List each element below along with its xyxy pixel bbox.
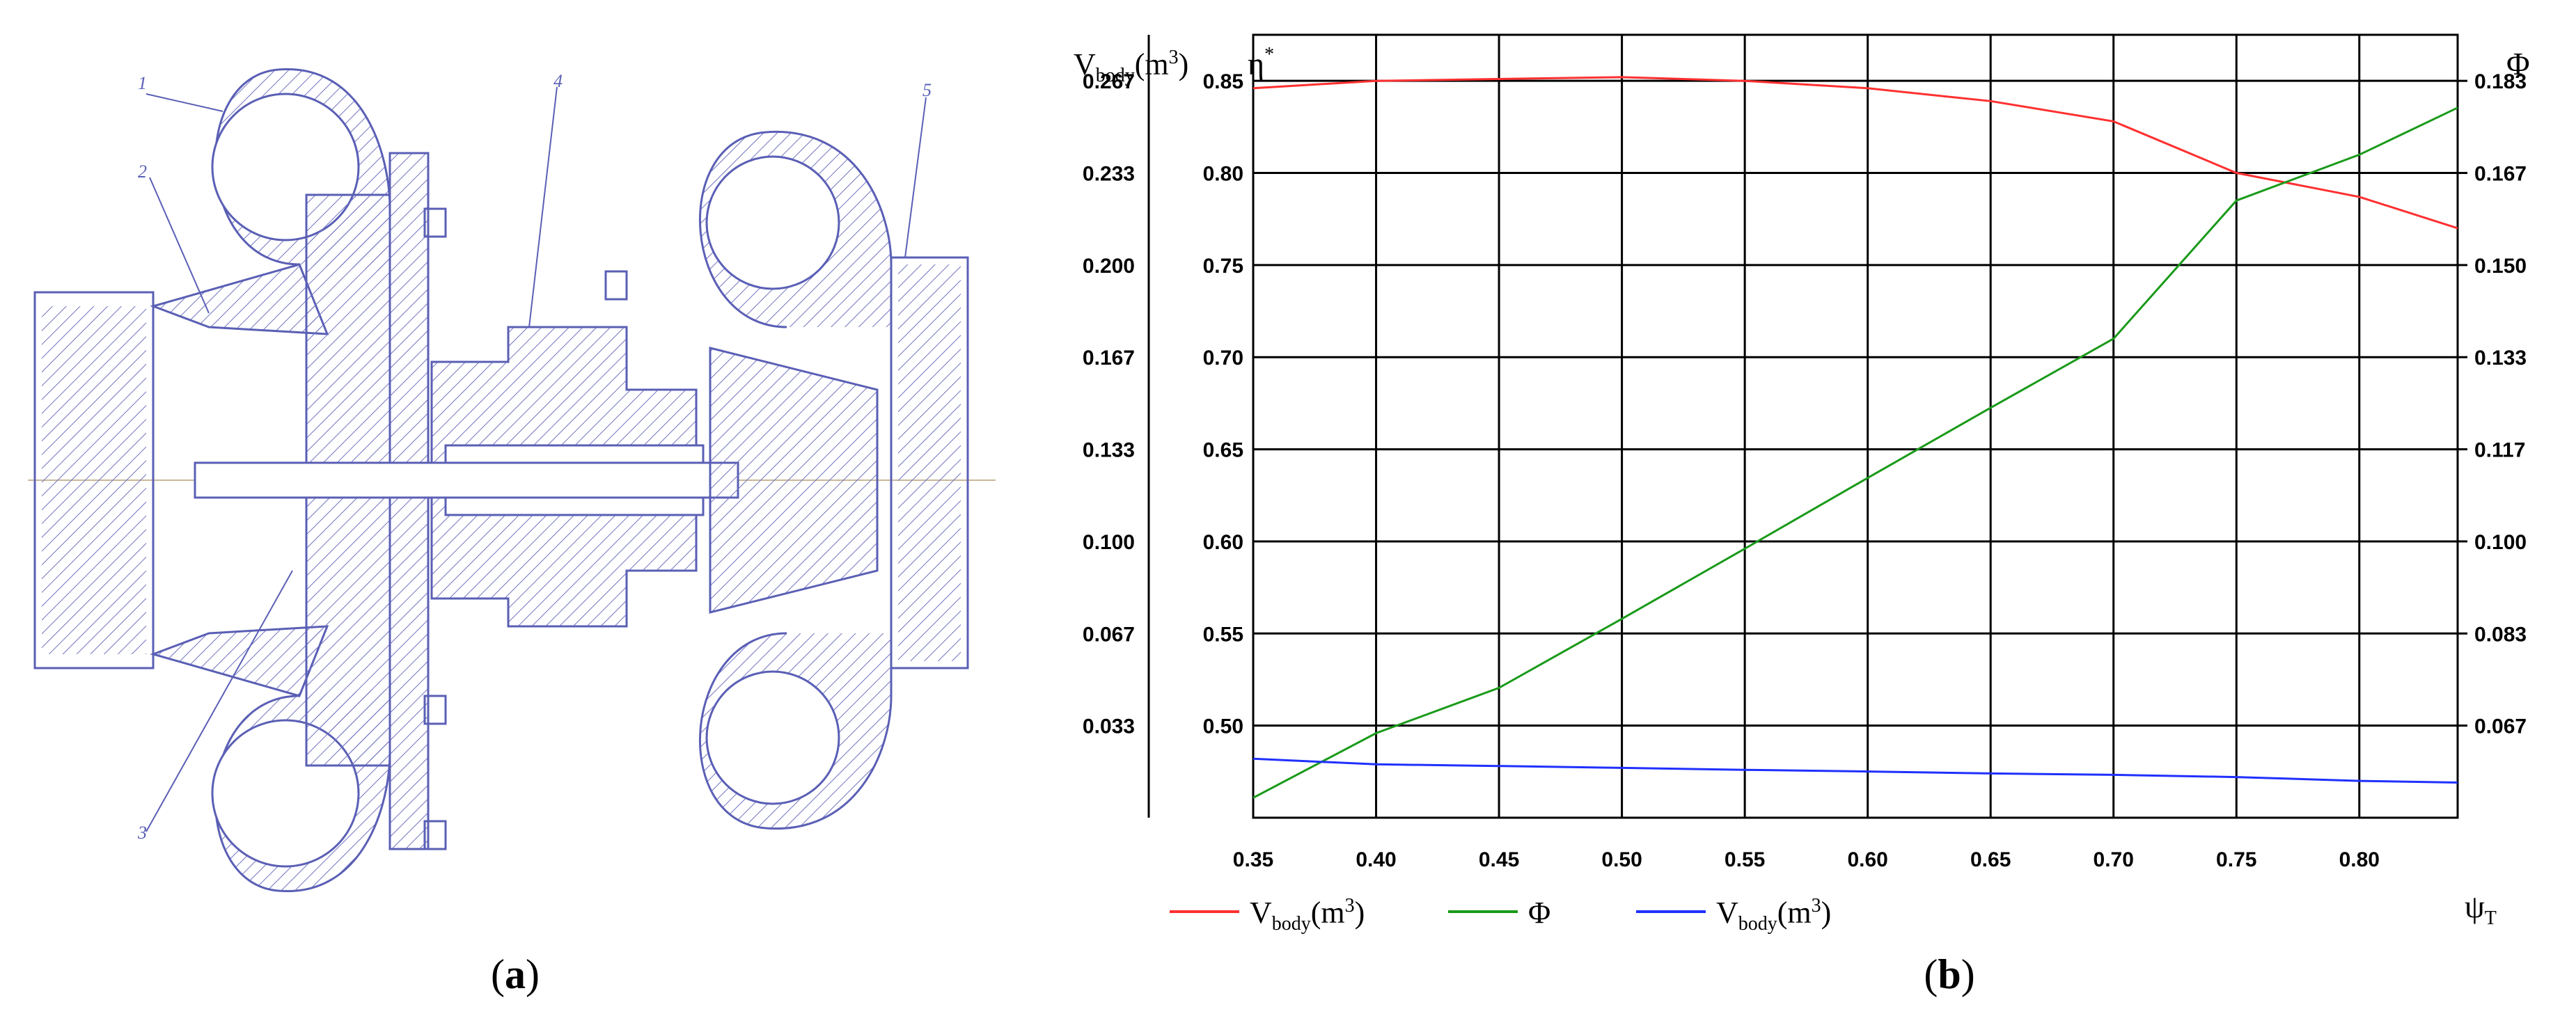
x-tick-label: 0.35 — [1233, 848, 1273, 871]
turbocharger-cross-section: 1 2 3 4 5 (a) — [28, 68, 996, 997]
x-tick-label: 0.60 — [1847, 848, 1887, 871]
panel-label-b: (b) — [1924, 951, 1974, 997]
compressor-inlet — [33, 291, 155, 669]
diffuser-top — [150, 263, 329, 335]
eta-tick-label: 0.85 — [1203, 70, 1243, 93]
shaft — [194, 461, 739, 499]
x-axis-title: ψT — [2465, 889, 2497, 929]
phi-tick-labels: 0.183 0.167 0.150 0.133 0.117 0.100 0.083 0.067 — [2474, 70, 2527, 738]
x-tick-labels: 0.35 0.40 0.45 0.50 0.55 0.60 0.65 0.70 0.75 0.80 — [1233, 848, 2380, 871]
chart-axes — [1147, 35, 2467, 818]
x-tick-label: 0.55 — [1725, 848, 1765, 871]
phi-tick-label: 0.150 — [2474, 255, 2527, 278]
eta-tick-label: 0.60 — [1203, 531, 1243, 554]
legend-label: Φ — [1528, 896, 1550, 930]
legend-label: Vbody(m3) — [1716, 895, 1831, 935]
eta-tick-labels: 0.85 0.80 0.75 0.70 0.65 0.60 0.55 0.50 — [1203, 70, 1243, 738]
vbody-tick-label: 0.267 — [1083, 70, 1135, 93]
series-line-1 — [1252, 76, 2458, 230]
eta-tick-label: 0.55 — [1203, 623, 1243, 646]
phi-tick-label: 0.167 — [2474, 163, 2527, 186]
x-tick-label: 0.65 — [1970, 848, 2011, 871]
vbody-tick-labels: 0.267 0.233 0.200 0.167 0.133 0.100 0.067 0.033 — [1083, 70, 1135, 738]
eta-tick-label: 0.65 — [1203, 439, 1243, 462]
vbody-tick-label: 0.033 — [1083, 715, 1135, 738]
series-lines — [1252, 76, 2458, 799]
x-tick-label: 0.70 — [2094, 848, 2134, 871]
diffuser-bottom — [150, 625, 329, 697]
part-number-labels: 1 2 3 4 5 — [137, 71, 932, 843]
bolts — [423, 207, 628, 850]
eta-tick-label: 0.75 — [1203, 255, 1243, 278]
x-tick-label: 0.40 — [1356, 848, 1396, 871]
vbody-tick-label: 0.200 — [1083, 255, 1135, 278]
eta-tick-label: 0.50 — [1203, 715, 1243, 738]
panel-label-a: (a) — [491, 951, 540, 997]
series-line-2 — [1252, 106, 2458, 799]
phi-tick-label: 0.117 — [2474, 439, 2525, 462]
x-tick-label: 0.80 — [2339, 848, 2380, 871]
x-tick-label: 0.75 — [2216, 848, 2256, 871]
phi-tick-label: 0.133 — [2474, 347, 2527, 370]
drawing-outline — [28, 68, 996, 892]
plot-frame — [1252, 33, 2459, 819]
part-number-4: 4 — [553, 71, 563, 91]
x-tick-label: 0.45 — [1479, 848, 1519, 871]
vbody-tick-label: 0.067 — [1083, 623, 1135, 646]
back-plate — [388, 152, 430, 850]
turbine-outlet — [890, 256, 969, 669]
vbody-tick-label: 0.133 — [1083, 439, 1135, 462]
eta-tick-label: 0.70 — [1203, 347, 1243, 370]
part-number-5: 5 — [922, 80, 932, 100]
phi-tick-label: 0.100 — [2474, 531, 2527, 554]
phi-tick-label: 0.083 — [2474, 623, 2527, 646]
performance-chart: 0.35 0.40 0.45 0.50 0.55 0.60 0.65 0.70 0.75 0.80… — [1074, 33, 2530, 997]
turbine-wheel — [709, 347, 879, 614]
legend: Vbody(m3) Φ Vbody(m3) — [1170, 895, 1831, 935]
vbody-tick-label: 0.233 — [1083, 163, 1135, 186]
part-number-2: 2 — [138, 161, 147, 182]
series-line-3 — [1252, 757, 2458, 784]
vbody-tick-label: 0.167 — [1083, 347, 1135, 370]
phi-tick-label: 0.183 — [2474, 70, 2527, 93]
part-number-3: 3 — [137, 823, 147, 843]
eta-axis-title: η* — [1248, 44, 1274, 81]
phi-tick-label: 0.067 — [2474, 715, 2527, 738]
chart-grid — [1252, 33, 2459, 819]
vbody-axis-title: Vbody(m3) — [1074, 47, 1188, 86]
legend-label: Vbody(m3) — [1250, 895, 1365, 935]
part-number-1: 1 — [138, 73, 147, 93]
eta-tick-label: 0.80 — [1203, 163, 1243, 186]
vbody-tick-label: 0.100 — [1083, 531, 1135, 554]
x-tick-label: 0.50 — [1601, 848, 1642, 871]
phi-axis-title: Φ — [2506, 46, 2530, 81]
